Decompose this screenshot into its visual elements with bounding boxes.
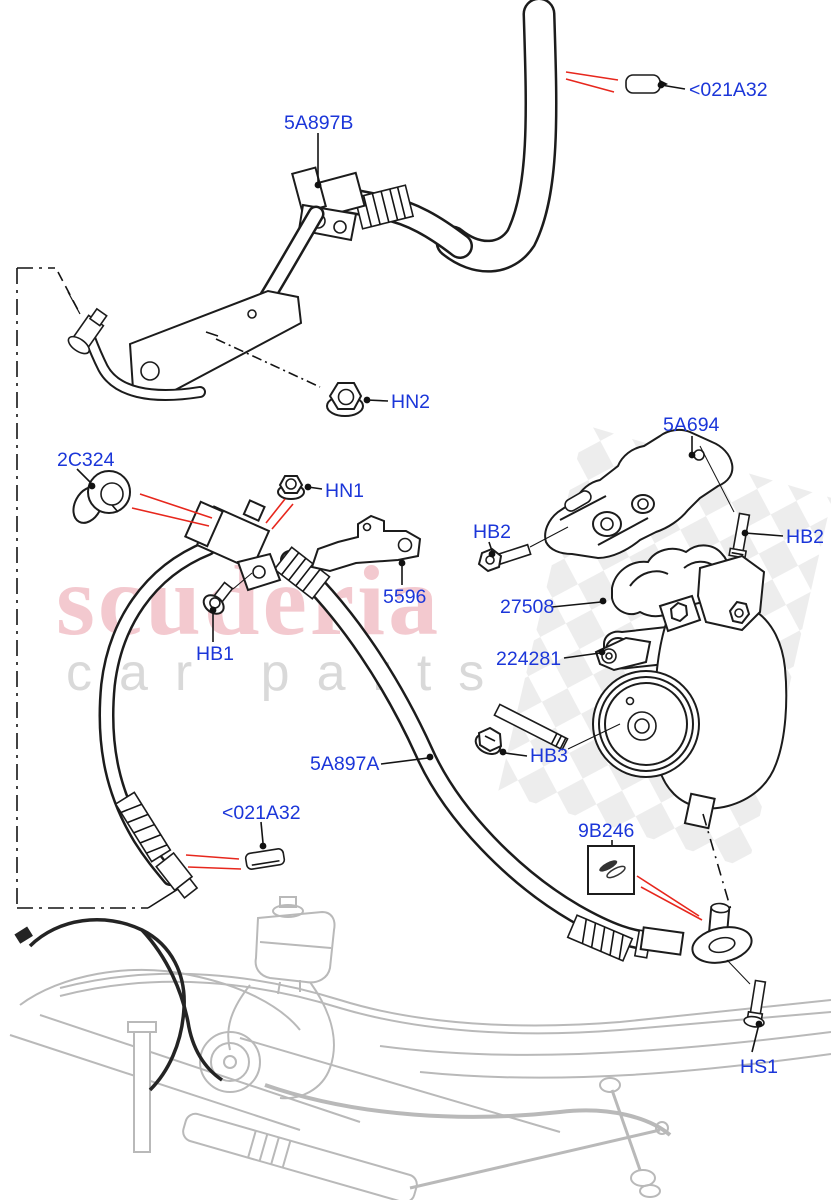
label-27508: 27508 <box>500 596 554 618</box>
bolt-hb3-part <box>474 703 621 755</box>
label-2c324: 2C324 <box>57 449 115 471</box>
red-pointer-lines <box>131 71 703 921</box>
grommet-2c324-part <box>72 470 131 524</box>
part-number-labels: 5A897B <021A32 HN2 2C324 HN1 5A694 HB2 H… <box>57 79 824 1078</box>
hose-end-fitting <box>155 851 199 899</box>
label-5a897b: 5A897B <box>284 112 353 134</box>
label-hn1: HN1 <box>325 480 364 502</box>
upper-bracket-plate <box>128 289 303 399</box>
label-hs1: HS1 <box>740 1056 778 1078</box>
label-hb2-left: HB2 <box>473 521 511 543</box>
label-5a897a: 5A897A <box>310 753 379 775</box>
label-021a32-bottom: <021A32 <box>222 802 301 824</box>
lower-hose-assembly <box>98 499 767 1028</box>
vehicle-reference-illustration <box>9 896 831 1200</box>
screw-hs1-part <box>743 979 767 1028</box>
pipe-nozzle <box>67 307 108 355</box>
label-9b246: 9B246 <box>578 820 634 842</box>
banjo-fitting <box>639 902 753 964</box>
label-021a32-top: <021A32 <box>689 79 768 101</box>
label-224281: 224281 <box>496 648 561 670</box>
nut-hn2 <box>215 338 364 417</box>
seal-kit-9b246-part <box>587 845 635 895</box>
label-hb2-right: HB2 <box>786 526 824 548</box>
label-5596: 5596 <box>383 586 426 608</box>
label-5a694: 5A694 <box>663 414 720 436</box>
label-hn2: HN2 <box>391 391 430 413</box>
bolt-hb2-right-part <box>699 445 751 559</box>
label-hb1: HB1 <box>196 643 234 665</box>
bolt-hb1-part <box>202 572 253 615</box>
upper-hose-assembly <box>67 0 558 401</box>
bolt-hb2-left-part <box>477 526 569 573</box>
watermark-tagline: car parts <box>66 644 511 702</box>
label-hb3: HB3 <box>530 745 568 767</box>
nut-hn1-part <box>277 475 305 500</box>
pump-mount-bracket-5a694 <box>544 428 734 560</box>
power-steering-pump <box>592 554 788 911</box>
bracket-5596-part <box>310 514 422 573</box>
lower-fitting <box>183 499 282 592</box>
clip-lower-icon <box>244 848 286 870</box>
leader-lines <box>76 81 784 1053</box>
hose-coupling <box>353 184 415 230</box>
braided-section <box>114 791 172 863</box>
